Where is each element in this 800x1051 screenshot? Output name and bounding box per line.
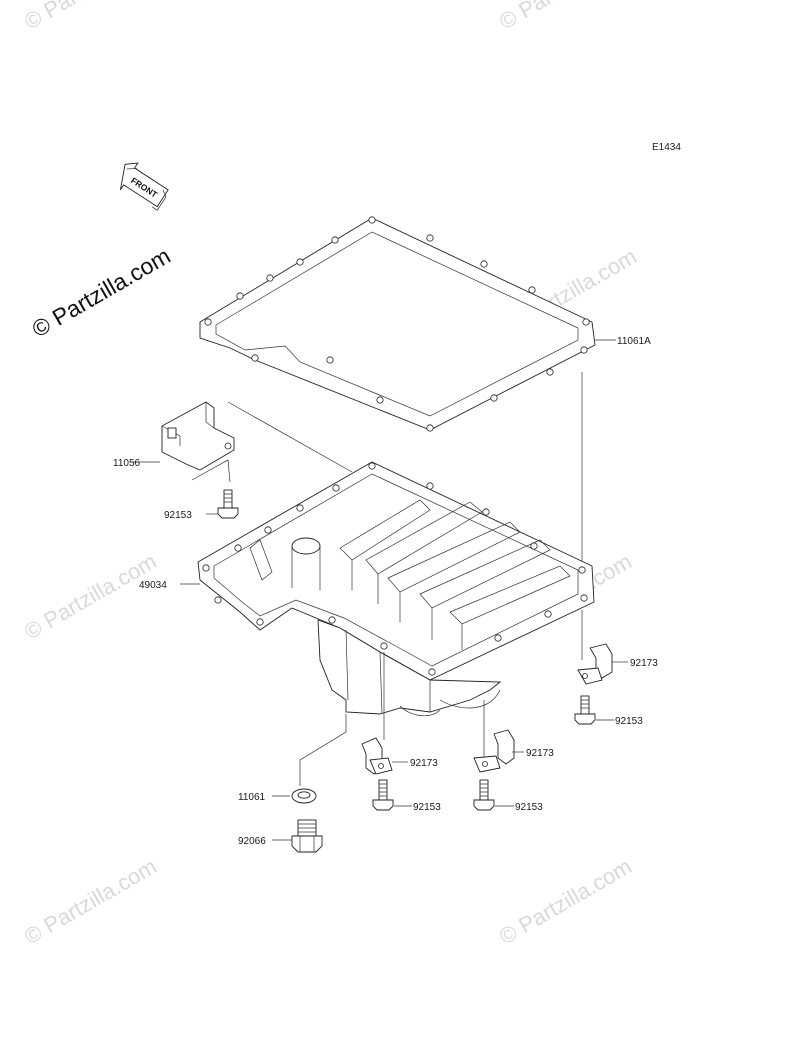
- bolt-mid-left: [372, 779, 394, 811]
- watermark-top-left: © Partzilla.com: [20, 0, 161, 34]
- clamp-right: [577, 643, 613, 685]
- watermark-bottom-right: © Partzilla.com: [495, 854, 636, 950]
- alignment-line-bracket-bolt: [191, 459, 231, 483]
- label-bolt-mid-left: 92153: [413, 802, 441, 813]
- watermark-top-right: © Partzilla.com: [495, 0, 636, 34]
- label-bolt-bracket: 92153: [164, 510, 192, 521]
- label-oil-pan: 49034: [139, 580, 167, 591]
- clamp-mid-left: [361, 737, 393, 775]
- label-gasket: 11061A: [617, 336, 651, 347]
- washer-11061: [291, 788, 317, 804]
- gasket-bolt-holes: [204, 216, 590, 432]
- bolt-bracket: [217, 489, 239, 519]
- label-clamp-right: 92173: [630, 658, 658, 669]
- front-arrow-icon: FRONT: [119, 162, 169, 211]
- label-clamp-mid-right: 92173: [526, 748, 554, 759]
- drain-plug-92066: [291, 819, 323, 853]
- oil-pan-bolt-holes: [202, 462, 588, 676]
- alignment-line-drain: [299, 714, 347, 786]
- gasket-11061a: [199, 216, 596, 432]
- label-washer: 11061: [238, 792, 266, 803]
- oil-pan-49034: [197, 461, 595, 717]
- label-bolt-mid-right: 92153: [515, 802, 543, 813]
- label-clamp-mid-left: 92173: [410, 758, 438, 769]
- watermark-bottom-left: © Partzilla.com: [20, 854, 161, 950]
- label-bracket: 11056: [113, 458, 141, 469]
- front-marker-label: FRONT: [129, 175, 160, 200]
- watermark-main: © Partzilla.com: [28, 242, 175, 342]
- bolt-right: [574, 695, 596, 725]
- bolt-mid-right: [473, 779, 495, 811]
- clamp-mid-right: [473, 729, 515, 773]
- label-bolt-right: 92153: [615, 716, 643, 727]
- watermark-group: © Partzilla.com © Partzilla.com © Partzi…: [20, 0, 641, 949]
- bracket-11056: [161, 401, 235, 471]
- label-drain-plug: 92066: [238, 836, 266, 847]
- watermark-mid-left: © Partzilla.com: [20, 549, 161, 645]
- diagram-ref-code: E1434: [652, 142, 681, 153]
- alignment-line-bracket-top: [227, 401, 353, 473]
